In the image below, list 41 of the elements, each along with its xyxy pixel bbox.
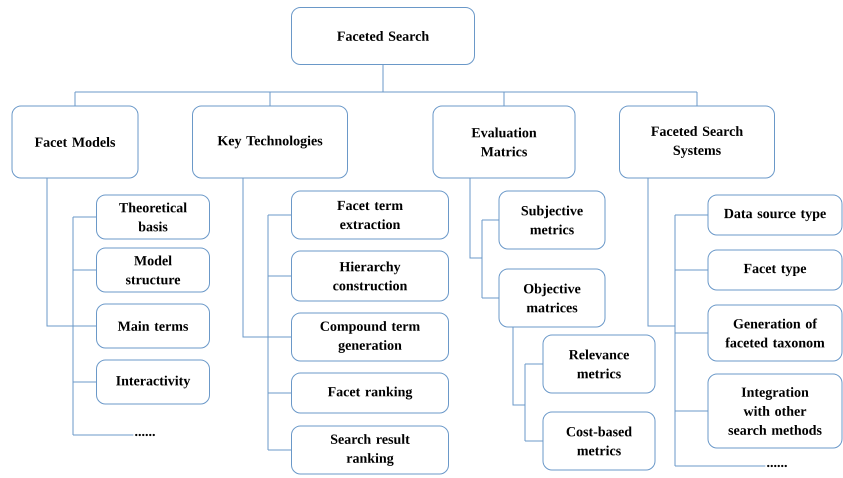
connector-trunk [648, 178, 676, 466]
item-box: Facet term extraction [291, 190, 449, 240]
connector-line [674, 214, 708, 216]
connector-trunk [46, 178, 74, 436]
connector-line [674, 332, 708, 334]
item-box: Subjective metrics [498, 190, 606, 250]
item-box: Main terms [96, 304, 210, 348]
item-box: Search result ranking [291, 426, 449, 474]
item-box: Relevance metrics [542, 334, 656, 394]
connector-line [268, 214, 292, 216]
category-box: Faceted Search Systems [619, 106, 775, 178]
category-box: Key Technologies [192, 106, 348, 178]
ellipsis-text: ...... [767, 464, 787, 468]
category-box: Facet Models [12, 106, 138, 178]
item-box: Compound term generation [291, 312, 449, 362]
item-box: Model structure [96, 248, 210, 292]
connector-line [268, 336, 292, 338]
connector-trunk [512, 327, 526, 442]
connector-line [268, 392, 292, 394]
connector-line [524, 440, 543, 442]
item-box: Cost-based metrics [542, 412, 656, 470]
connector-trunk [242, 178, 268, 450]
item-box: Generation of faceted taxonom [708, 304, 842, 362]
category-box: Evaluation Matrics [432, 106, 576, 178]
connector-line [674, 410, 708, 412]
connector-trunk [470, 178, 482, 298]
item-box: Data source type [708, 194, 842, 236]
item-box: Interactivity [96, 360, 210, 404]
item-box: Hierarchy construction [291, 250, 449, 302]
item-box: Facet ranking [291, 372, 449, 414]
item-box: Theoretical basis [96, 194, 210, 240]
connector-line [72, 434, 134, 436]
ellipsis-text: ...... [135, 434, 155, 436]
root-box: Faceted Search [291, 7, 475, 65]
connector-trunk [74, 64, 698, 92]
item-box: Objective matrices [498, 268, 606, 328]
connector-line [72, 216, 96, 218]
connector-line [74, 92, 76, 106]
connector-line [696, 92, 698, 106]
item-box: Facet type [708, 250, 842, 290]
item-box: Integration with other search methods [708, 374, 842, 448]
